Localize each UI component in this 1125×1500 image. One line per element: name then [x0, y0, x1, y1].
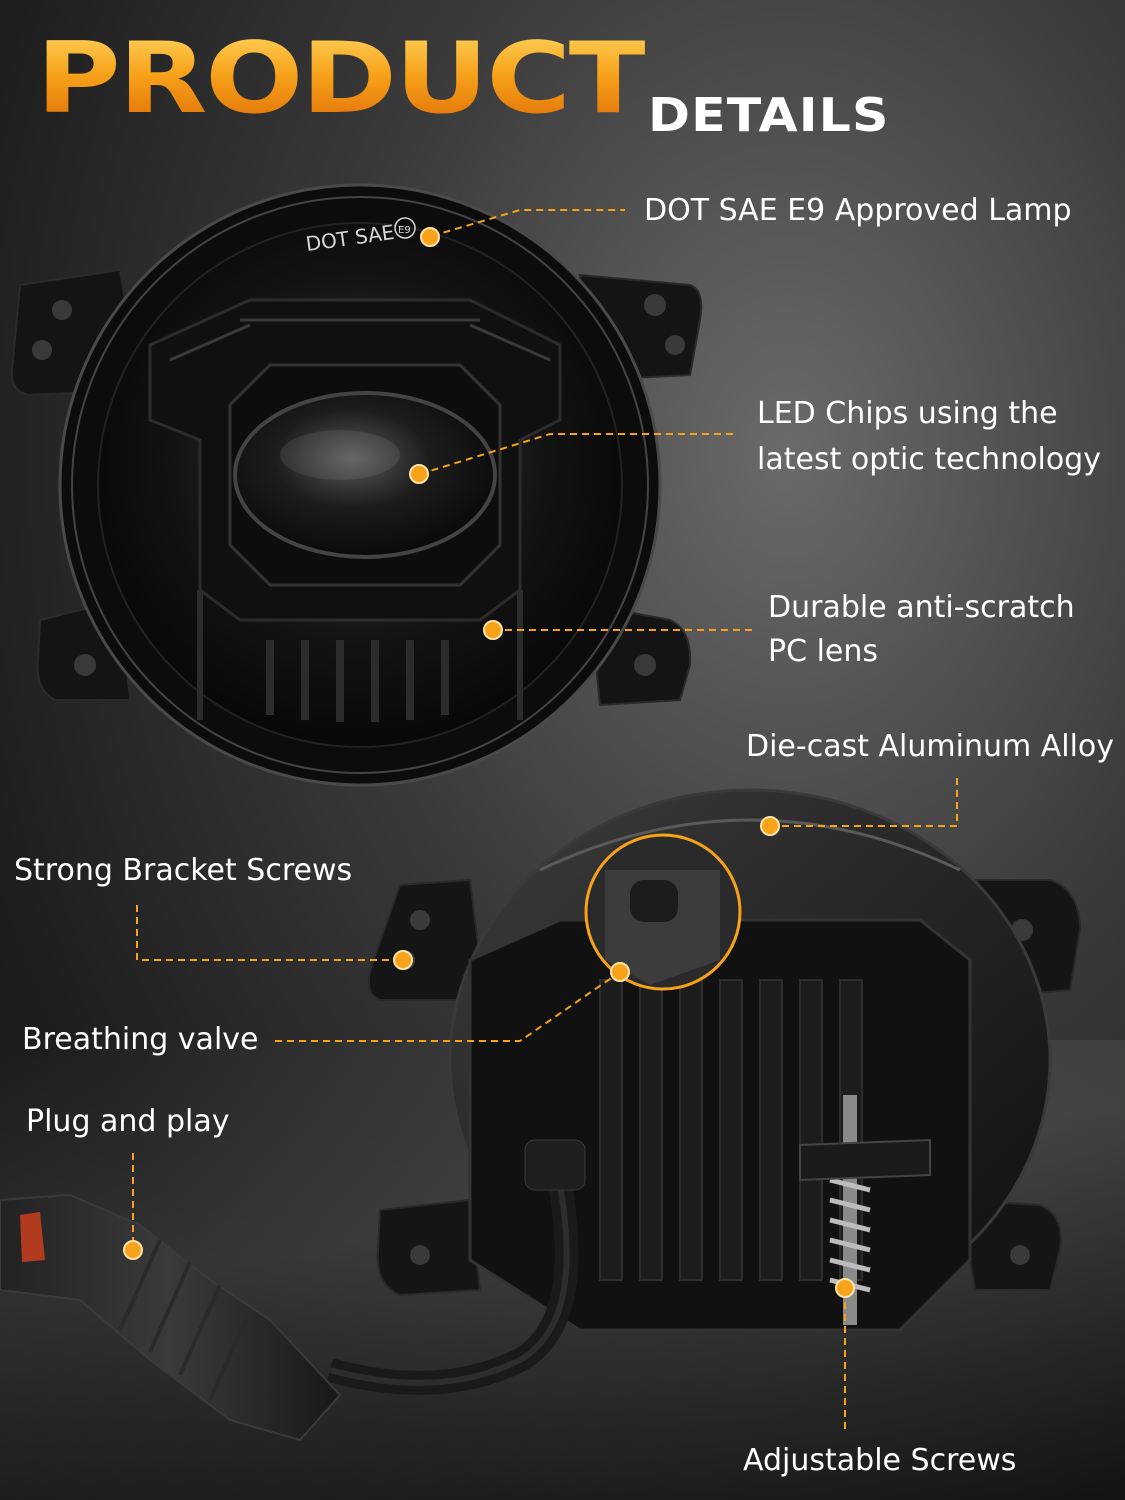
- back-bracket-hole: [1010, 1245, 1030, 1265]
- back-heatsink-fins: [599, 979, 863, 1281]
- front-lamp: DOT SAE E9: [10, 183, 703, 787]
- front-lamp-fin-edge: [197, 590, 523, 720]
- leader-bracket-screws: [136, 905, 403, 961]
- leader-dot-approved: [431, 209, 625, 237]
- callout-lens-line1: Durable anti-scratch: [768, 590, 1075, 625]
- e9-badge: E9: [398, 225, 411, 236]
- callout-led-chips-line1: LED Chips using the: [757, 396, 1058, 431]
- front-bracket-hole: [634, 654, 656, 676]
- back-bracket-hole: [410, 1245, 430, 1265]
- connector-plug: [0, 1193, 342, 1442]
- dot-marker: [835, 1278, 855, 1298]
- dot-marker: [409, 464, 429, 484]
- callout-bracket-screws: Strong Bracket Screws: [14, 853, 353, 888]
- title-details: DETAILS: [648, 88, 890, 142]
- callout-plug-play: Plug and play: [26, 1104, 230, 1139]
- title-product: PRODUCT: [36, 22, 648, 136]
- dot-marker: [393, 950, 413, 970]
- callout-leaders: [132, 209, 958, 1430]
- leader-led-chips: [419, 433, 735, 475]
- back-lamp: [367, 788, 1082, 1332]
- dot-marker: [123, 1240, 143, 1260]
- callout-breathing-valve: Breathing valve: [22, 1022, 259, 1057]
- adjuster-bracket: [799, 1138, 931, 1182]
- back-bracket-left-bottom: [376, 1198, 482, 1297]
- connector-red-seal: [20, 1212, 45, 1262]
- callout-aluminum: Die-cast Aluminum Alloy: [746, 729, 1115, 764]
- back-bracket-hole: [410, 910, 430, 930]
- front-bracket-hole: [74, 654, 96, 676]
- projector-lens-highlight: [280, 430, 400, 480]
- callout-led-chips-line2: latest optic technology: [757, 442, 1101, 477]
- projector-lens: [233, 391, 497, 559]
- e9-badge-circle: [394, 217, 416, 239]
- leader-aluminum: [770, 775, 958, 827]
- callout-lens-line2: PC lens: [768, 634, 879, 669]
- dot-marker: [760, 816, 780, 836]
- breathing-valve-cap: [630, 880, 678, 922]
- adjuster-spring: [829, 1177, 871, 1293]
- front-lamp-bezel-ring: [71, 196, 649, 774]
- front-bracket-hole: [665, 335, 685, 355]
- front-bracket-hole: [644, 294, 666, 316]
- dot-marker: [420, 227, 440, 247]
- back-housing-rim: [539, 818, 961, 872]
- dot-marker: [483, 620, 503, 640]
- wire-grommet: [524, 1139, 586, 1191]
- callout-adjustable-screws: Adjustable Screws: [743, 1443, 1017, 1478]
- cable-connector: [0, 1139, 586, 1442]
- callout-dot-approved: DOT SAE E9 Approved Lamp: [644, 193, 1072, 228]
- callout-dots: [123, 227, 855, 1298]
- front-lamp-ridge: [169, 318, 551, 362]
- dot-marker: [610, 962, 630, 982]
- wire-highlight: [329, 1159, 570, 1386]
- front-lamp-fins: [266, 640, 449, 722]
- leader-breathing-valve: [275, 971, 621, 1042]
- back-bracket-left-top: [367, 878, 487, 1001]
- front-bracket-hole: [52, 300, 72, 320]
- connector-ribs: [118, 1239, 252, 1401]
- front-bracket-hole: [32, 340, 52, 360]
